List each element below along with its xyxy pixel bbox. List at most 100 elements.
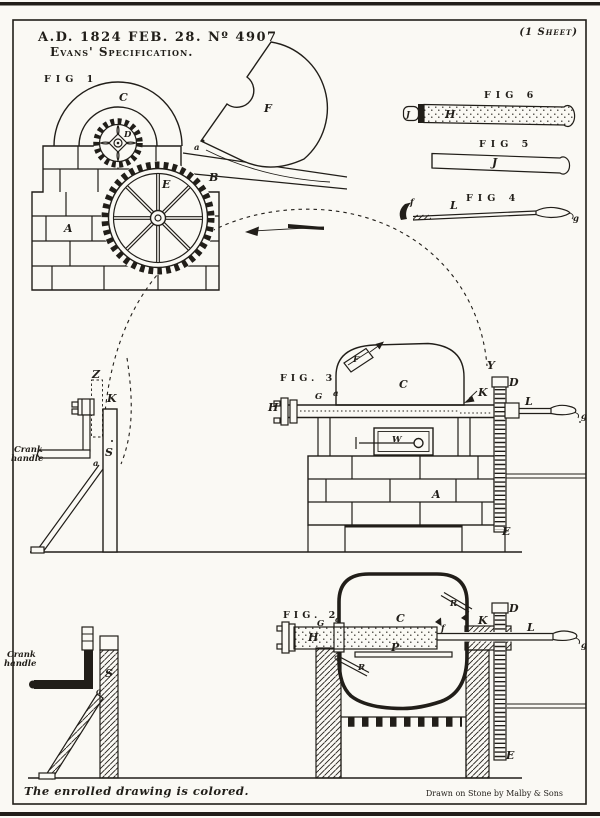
fig3-k-arrow-head	[464, 395, 475, 403]
fig5-group: FIG 5 J	[431, 139, 571, 175]
fig2-castellated-wall	[340, 716, 467, 778]
fig2-label-r-bottom: R	[357, 663, 365, 673]
fig3-label-y: Y	[487, 359, 496, 372]
fig3-crank-bolt-bottom	[71, 408, 79, 415]
rotation-arrow-shaft	[251, 226, 325, 232]
fig2-pipe-bolt-top	[276, 625, 283, 632]
fig2-label-k: K	[477, 614, 488, 627]
fig2-spoon-end	[552, 630, 578, 642]
fig3-crank-stem	[82, 414, 91, 452]
fig1-labels: C D E A B F a	[63, 91, 273, 235]
fig3-crank-flange-lines	[81, 399, 91, 415]
fig2-crank-knob-lines	[82, 633, 93, 642]
fig3-pipe-bolt-top	[273, 400, 281, 407]
fig2-title: FIG. 2.	[283, 610, 347, 621]
frame-bottom-band	[0, 812, 600, 816]
fig3-brick-base	[307, 455, 506, 526]
fig2-left-masonry-column	[315, 647, 342, 779]
fig4-label-f: f	[409, 198, 415, 208]
fig2-label-g: G	[317, 619, 324, 629]
fig1-label-b: B	[208, 171, 218, 184]
fig2-wall-arrow-left	[435, 617, 442, 626]
fig3-brick-courses	[308, 478, 505, 503]
fig3-labels: F C H G a K Y D L g E W A Z K S a Crank …	[11, 355, 587, 538]
plate-footer: The enrolled drawing is colored. Drawn o…	[24, 784, 563, 798]
fig1-label-c: C	[119, 91, 128, 104]
trajectory-dashed-hook	[120, 357, 132, 465]
fig3-platform-lines	[283, 404, 502, 419]
fig4-hook-tip	[399, 202, 411, 220]
fig2-rod-l	[437, 632, 553, 641]
fig2-stippled-tube	[293, 626, 438, 650]
fig2-crank-tip	[29, 680, 37, 689]
fig1-large-gear-spokes-split	[114, 174, 202, 262]
fig3-pipe-flange-inner	[289, 399, 298, 424]
fig1-title: FIG 1	[44, 74, 98, 85]
fig3-label-w: W	[392, 435, 403, 445]
fig3-flag-arrow-head	[375, 341, 384, 350]
frame-top-band	[0, 2, 600, 6]
fig2-label-g2: g	[581, 641, 587, 651]
fig5-rod	[431, 152, 571, 175]
fig3-pipe-bolt-bottom	[273, 417, 281, 424]
fig3-spoon-end	[550, 404, 577, 416]
fig3-label-g2: g	[581, 412, 587, 422]
fig2-label-p: P	[390, 641, 400, 654]
fig3-group: FIG. 3.	[30, 341, 586, 554]
fig2-right-masonry-column	[465, 649, 490, 779]
fig1-label-e: E	[161, 178, 171, 191]
fig6-stippled-tube	[423, 103, 576, 128]
fig4-group: FIG 4 f L g	[399, 193, 579, 224]
patent-header-title: Evans' Specification.	[50, 45, 193, 59]
fig3-rack-head	[491, 376, 509, 388]
fig1-label-a-wall: A	[63, 222, 73, 235]
fig4-spoon-flick	[569, 212, 574, 220]
fig1-gears	[93, 118, 215, 275]
fig2-label-a-strut: a	[96, 687, 102, 697]
fig1-label-a-pivot: a	[194, 143, 200, 153]
fig2-label-e: E	[505, 749, 515, 762]
fig2-post	[99, 649, 119, 779]
fig3-crank-bolt-top	[71, 401, 79, 408]
fig2-pipe-bolt-bottom	[276, 643, 283, 650]
fig2-rod-clearance	[464, 632, 513, 642]
fig2-crank-knob	[81, 626, 94, 651]
fig2-label-d: D	[508, 602, 519, 615]
fig5-label-j: J	[490, 156, 498, 169]
fig3-valve-flag	[343, 347, 374, 373]
fig2-group: FIG. 2.	[28, 572, 586, 780]
fig3-label-e: E	[501, 525, 511, 538]
fig1-small-gear-hub-ring	[113, 138, 123, 148]
fig2-chute-r-top	[440, 591, 473, 613]
fig3-dome-vessel	[335, 342, 465, 406]
fig6-ferrule	[418, 104, 424, 123]
fig2-chute-hook	[334, 655, 340, 661]
patent-header: A.D. 1824 FEB. 28. Nº 4907 Evans' Specif…	[37, 27, 577, 59]
trajectory-guides	[102, 208, 488, 471]
fig3-crank-flange	[77, 398, 95, 416]
footer-enrolled-note: The enrolled drawing is colored.	[24, 784, 249, 798]
fig2-label-c: C	[396, 612, 405, 625]
fig6-group: FIG 6 J H	[402, 90, 576, 128]
fig2-crank-arm	[34, 680, 93, 689]
fig2-pipe-flange-outer	[281, 621, 290, 654]
fig2-crank-handle-word2: handle	[4, 659, 37, 669]
footer-lithographer-credit: Drawn on Stone by Malby & Sons	[426, 789, 563, 798]
fig1-arc-inner	[78, 106, 158, 147]
fig3-strut	[37, 464, 104, 553]
fig3-crank-handle-word2: handle	[11, 454, 44, 464]
fig3-crank-arm	[36, 449, 91, 459]
fig3-label-a-bricks: A	[431, 488, 441, 501]
fig2-shelf-p	[354, 651, 453, 658]
fig3-spoon-flick	[574, 412, 580, 419]
fig3-label-f: F	[352, 355, 360, 365]
frame-border	[12, 19, 587, 805]
fig3-label-l: L	[524, 395, 533, 408]
fig2-chute-r-bottom	[336, 655, 370, 677]
fig3-label-h: H	[267, 401, 279, 414]
fig4-label-g: g	[573, 214, 579, 224]
fig2-crank-stem	[84, 650, 93, 683]
fig2-label-l: L	[526, 621, 535, 634]
fig1-rod-b-curve	[205, 149, 331, 183]
fig2-crank-handle-word1: Crank	[7, 650, 36, 660]
